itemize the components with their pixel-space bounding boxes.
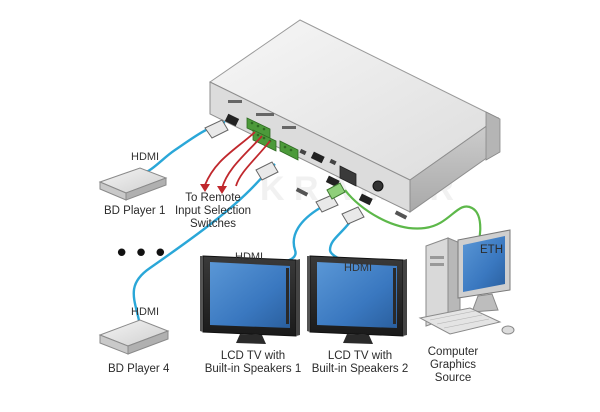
hdmi-label-tv2: HDMI	[344, 262, 373, 274]
terminal-block-icon	[246, 117, 299, 161]
hdmi-cable-tv1	[277, 206, 321, 264]
hdmi-output-port	[325, 175, 340, 188]
more-players-ellipsis: •••	[114, 239, 173, 269]
bd-player-4-label: BD Player 4	[108, 363, 170, 375]
computer-label-line3: Source	[434, 372, 472, 384]
computer-label-line2: Graphics	[429, 359, 477, 371]
speaker-icon	[393, 268, 396, 324]
tv1-label-line1: LCD TV with	[220, 350, 286, 362]
hdmi-label-player4: HDMI	[131, 306, 160, 318]
tv2-label-line2: Built-in Speakers 2	[311, 363, 409, 375]
computer-label-line1: Computer	[427, 346, 479, 358]
tv1-label-line2: Built-in Speakers 1	[204, 363, 302, 375]
bd-player-1-device	[98, 167, 168, 201]
remote-switch-label: To Remote Input Selection Switches	[168, 192, 258, 231]
lcd-tv-2	[307, 255, 407, 344]
bd-player-4-device	[98, 319, 170, 355]
hdmi-output-port	[358, 193, 373, 206]
remote-switch-line3: Switches	[189, 218, 237, 230]
lan-port-icon	[339, 165, 357, 187]
bd-player-1-label: BD Player 1	[104, 205, 166, 217]
tv1-label: LCD TV with Built-in Speakers 1	[193, 350, 313, 376]
eth-cable	[344, 189, 482, 253]
hdmi-connector-icon	[204, 119, 365, 225]
tv2-label-line1: LCD TV with	[327, 350, 393, 362]
hdmi-input-port	[224, 113, 240, 127]
eth-label: ETH	[480, 244, 503, 256]
switcher-device	[209, 19, 501, 220]
hdmi-input-port	[310, 151, 325, 164]
computer-label: Computer Graphics Source	[418, 346, 488, 385]
computer-graphics-source	[418, 229, 515, 335]
tv2-label: LCD TV with Built-in Speakers 2	[300, 350, 420, 376]
remote-switch-wires	[200, 131, 271, 194]
remote-switch-line2: Input Selection	[174, 205, 252, 217]
speaker-icon	[286, 268, 289, 324]
power-connector-icon	[372, 180, 384, 192]
hdmi-label-player1: HDMI	[131, 151, 160, 163]
lcd-tv-1	[200, 255, 300, 344]
hdmi-label-tv1: HDMI	[235, 251, 264, 263]
remote-switch-line1: To Remote	[185, 192, 241, 204]
